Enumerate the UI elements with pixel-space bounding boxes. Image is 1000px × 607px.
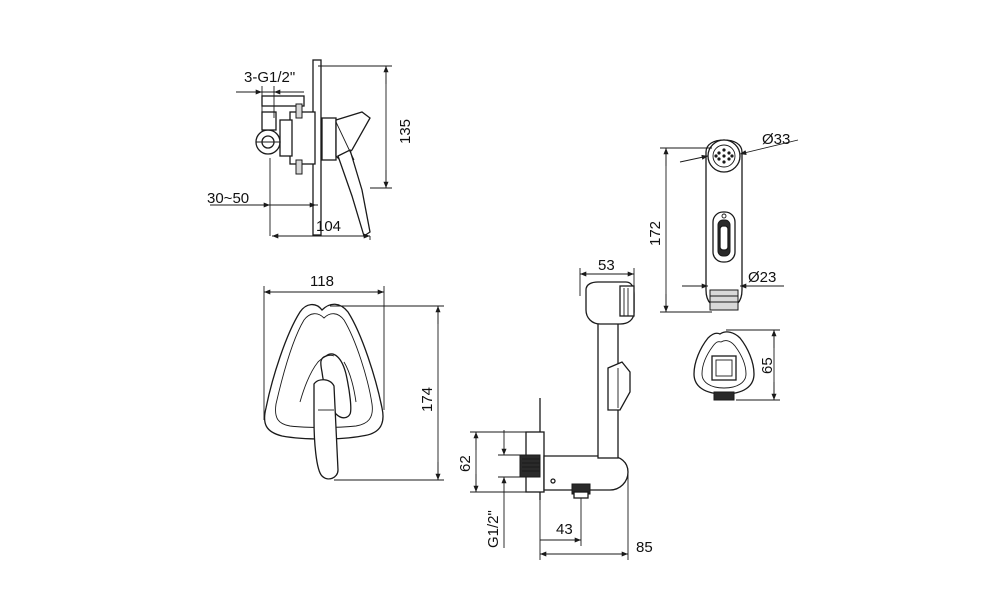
dim-outlet-offset: 43 [539, 498, 582, 560]
dim-outlet-depth: 85 [540, 470, 653, 560]
dim-outlet-depth-label: 85 [636, 539, 653, 556]
dim-inlet-thread-label: 3-G1/2" [244, 69, 295, 86]
dim-holder-base-height: 65 [726, 329, 780, 401]
dim-side-height-label: 135 [397, 119, 414, 144]
dim-spray-length: 172 [647, 147, 712, 313]
dim-wall-depth: 30~50 [207, 158, 318, 236]
dim-holder-width-label: 53 [598, 257, 615, 274]
dim-inlet-thread: 3-G1/2" [236, 69, 304, 118]
dim-outlet-thread-label: G1/2" [485, 510, 502, 548]
holder-front-view: 65 [693, 329, 780, 401]
dim-total-depth: 104 [272, 218, 371, 240]
dim-plate-width-label: 118 [310, 273, 334, 290]
dim-plate-height-label: 174 [419, 387, 436, 412]
dim-wall-depth-label: 30~50 [207, 190, 249, 207]
dim-outlet-height: 62 [457, 431, 528, 493]
dim-spray-head-diameter: Ø33 [679, 131, 799, 163]
dim-plate-width: 118 [263, 273, 385, 420]
dim-holder-base-height-label: 65 [759, 357, 776, 374]
dim-handle-diameter: Ø23 [682, 269, 784, 289]
dim-total-depth-label: 104 [316, 218, 341, 235]
holder-side-view: 53 62 G1/2" 43 [457, 257, 653, 560]
dim-outlet-thread: G1/2" [485, 430, 520, 548]
dim-spray-length-label: 172 [647, 221, 664, 246]
dim-side-height: 135 [318, 65, 414, 189]
dim-handle-diameter-label: Ø23 [748, 269, 776, 286]
mixer-front-view: 118 174 [263, 273, 444, 481]
dim-outlet-offset-label: 43 [556, 521, 573, 538]
dim-outlet-height-label: 62 [457, 455, 474, 472]
spray-nozzle-holes [714, 148, 734, 164]
dim-spray-head-diameter-label: Ø33 [762, 131, 790, 148]
dim-plate-height: 174 [330, 305, 444, 481]
dim-holder-width: 53 [579, 257, 635, 296]
mixer-side-view: 3-G1/2" 30~50 104 135 [207, 59, 414, 240]
hand-spray-view: Ø33 172 Ø23 [647, 131, 799, 313]
